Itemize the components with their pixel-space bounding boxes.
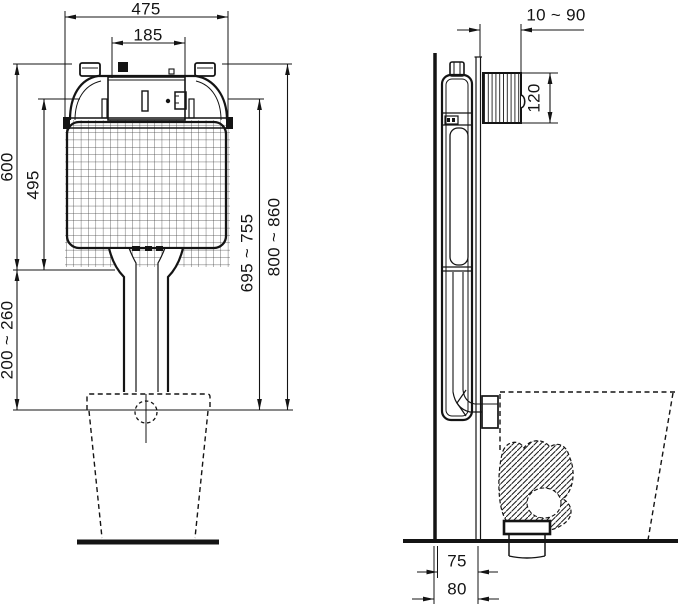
fixing-tab-right: [194, 62, 216, 77]
inlet-valve-cap: [449, 61, 465, 77]
soil-pipe-collar: [502, 519, 552, 536]
hinge-right: [188, 98, 195, 119]
dim-label-frame-top-height: 800 ~ 860: [264, 197, 284, 277]
cistern-side: [440, 61, 499, 429]
mesh-grid: [65, 120, 230, 267]
panel-dot: [165, 98, 171, 104]
frame-lid: [63, 62, 233, 129]
front-extension-lines: [13, 11, 293, 411]
dim-label-tank-body-height: 495: [23, 170, 43, 200]
front-dimension-lines: [16, 16, 289, 410]
dim-label-spacer-height: 120: [524, 83, 544, 113]
flush-slot: [141, 90, 149, 112]
flush-pipes: [107, 246, 185, 392]
push-button: [520, 94, 526, 109]
side-extension-lines: [433, 24, 558, 604]
dim-label-tank-bottom-height: 695 ~ 755: [237, 213, 257, 293]
access-panel: [107, 76, 186, 121]
dim-label-overall-depth: 80: [447, 579, 467, 599]
fixing-tab-left: [79, 62, 101, 77]
side-dimension-arrows: [423, 27, 553, 602]
dim-label-overall-width: 475: [131, 0, 161, 19]
front-view: [13, 11, 293, 545]
mounting-rail: [474, 56, 482, 541]
wc-pan-side: [499, 391, 677, 541]
dim-label-cutout-width: 185: [133, 25, 163, 45]
inner-tank: [449, 127, 469, 266]
side-view: [403, 24, 678, 604]
trap-outlet: [498, 440, 574, 559]
dim-label-tank-height: 600: [0, 152, 17, 182]
panel-clip: [174, 91, 187, 110]
dim-label-flush-pipe-height: 200 ~ 260: [0, 300, 17, 380]
lid-notch: [168, 68, 175, 75]
dim-label-spacer-depth: 10 ~ 90: [526, 5, 586, 25]
inlet-block: [118, 62, 128, 72]
hinge-left: [101, 98, 108, 119]
flush-elbow: [481, 395, 499, 429]
flush-plate-spacer: [482, 72, 526, 124]
front-dimension-arrows: [14, 14, 290, 410]
wc-pan-front: [86, 393, 211, 539]
dim-label-frame-depth: 75: [447, 551, 467, 571]
